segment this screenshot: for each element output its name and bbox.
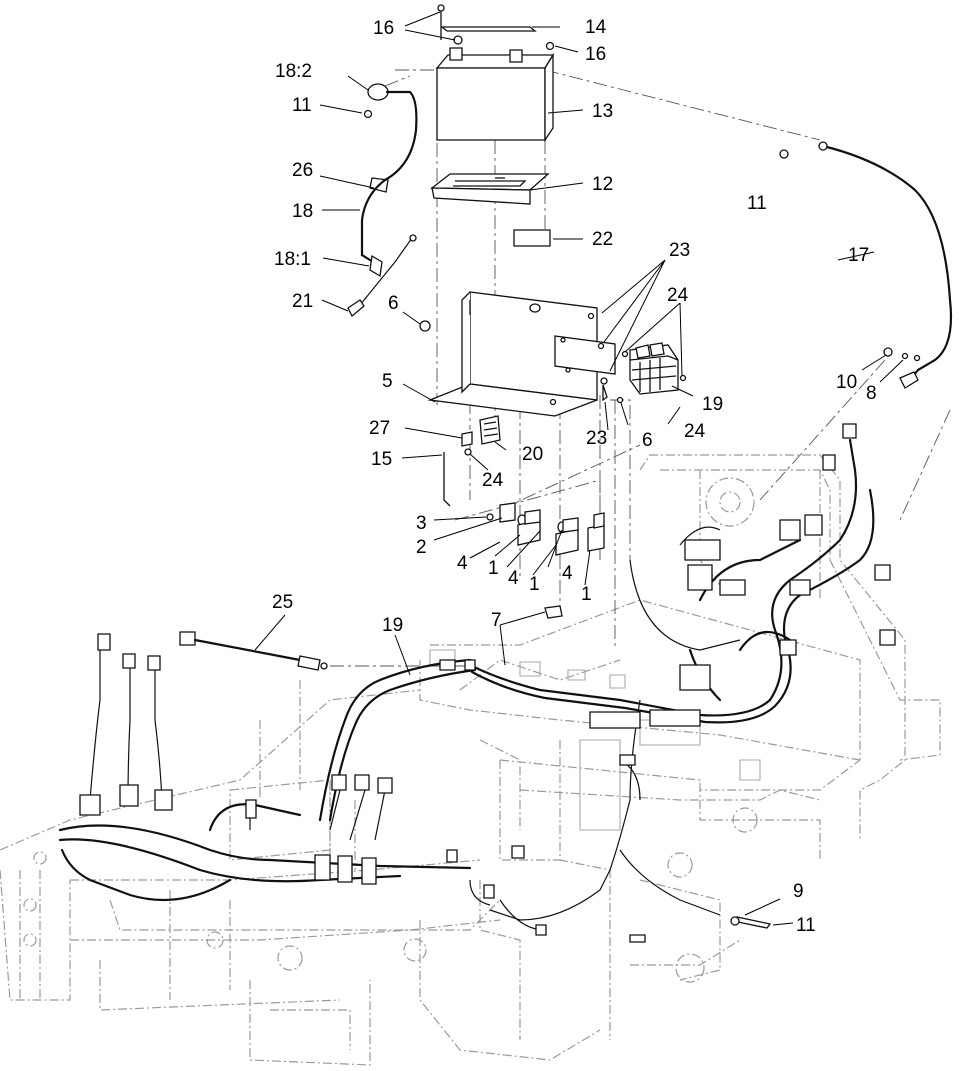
battery-cable-17: [779, 141, 953, 389]
callout-11c: 11: [796, 915, 816, 936]
callout-25: 25: [272, 592, 293, 613]
bolt-6a: [419, 320, 431, 332]
wire-harness-19: [58, 438, 875, 931]
callout-20: 20: [522, 444, 543, 465]
vehicle-frame: [0, 454, 941, 1066]
battery-cover-strap: [437, 4, 555, 51]
callout-16a: 16: [373, 18, 394, 39]
pad-22: [513, 229, 551, 247]
callout-26: 26: [292, 160, 313, 181]
callout-23a: 23: [669, 240, 690, 261]
callout-2: 2: [416, 537, 427, 558]
callout-14: 14: [585, 17, 607, 38]
callout-16b: 16: [585, 44, 606, 65]
callout-4a: 4: [457, 553, 468, 574]
callout-27: 27: [369, 418, 390, 439]
callout-1c: 1: [581, 584, 592, 605]
battery-tray: [430, 173, 550, 205]
callout-17: 17: [848, 245, 869, 266]
callout-4b: 4: [508, 568, 519, 589]
callout-6b: 6: [642, 430, 653, 451]
callout-1a: 1: [488, 558, 499, 579]
callout-19a: 19: [702, 394, 723, 415]
callout-labels: 16 14 16 18:2 11 13 26 12 11 18 22 23 17…: [272, 17, 877, 936]
rod-15: [443, 452, 451, 507]
battery-cable-18: [360, 83, 418, 278]
harness-connectors: [79, 423, 896, 943]
callout-24b: 24: [684, 421, 706, 442]
callout-1b: 1: [529, 574, 540, 595]
cable-25: [179, 631, 328, 671]
relays: [486, 502, 605, 556]
terminal-block-20: [461, 415, 501, 456]
callout-24a: 24: [667, 285, 689, 306]
callout-15: 15: [371, 449, 392, 470]
callout-3: 3: [416, 513, 427, 534]
fuse-block: [616, 342, 687, 404]
callout-11a: 11: [292, 95, 312, 116]
callout-21: 21: [292, 291, 313, 312]
callout-8: 8: [866, 383, 877, 404]
callout-18-1: 18:1: [274, 249, 311, 270]
callout-13: 13: [592, 101, 613, 122]
callout-12: 12: [592, 174, 613, 195]
callout-23b: 23: [586, 428, 607, 449]
callout-4c: 4: [562, 563, 573, 584]
callout-18: 18: [292, 201, 313, 222]
bolt-9-11: [730, 916, 772, 929]
callout-9: 9: [793, 881, 804, 902]
callout-22: 22: [592, 229, 613, 250]
callout-5: 5: [382, 371, 393, 392]
callout-6a: 6: [388, 293, 399, 314]
leader-lines: [254, 11, 904, 926]
callout-24c: 24: [482, 470, 504, 491]
callout-10: 10: [836, 372, 857, 393]
callout-11b: 11: [747, 193, 767, 214]
ground-wire-21: [347, 234, 417, 318]
battery: [435, 47, 555, 143]
callout-7: 7: [491, 610, 502, 631]
clamp-7: [544, 605, 563, 619]
callout-18-2: 18:2: [275, 61, 312, 82]
mounting-plate: [427, 291, 616, 417]
callout-19b: 19: [382, 615, 403, 636]
